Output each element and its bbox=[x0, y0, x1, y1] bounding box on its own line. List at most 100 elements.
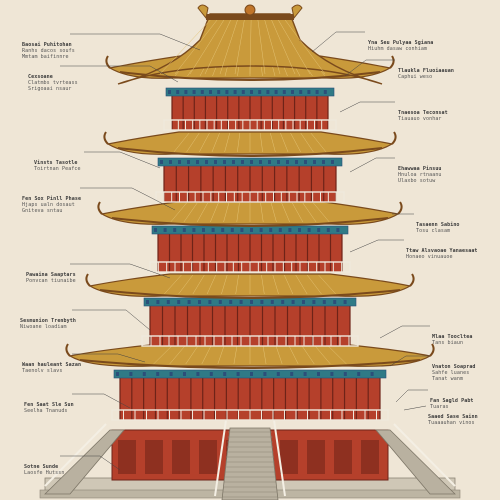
roof-eave-shadow bbox=[119, 71, 381, 81]
bracket-block bbox=[223, 160, 226, 164]
center-right-rail bbox=[273, 419, 286, 497]
bracket-block bbox=[176, 90, 180, 94]
lower-wall-panel bbox=[361, 440, 379, 474]
roof-tile-line bbox=[262, 344, 267, 365]
bracket-block bbox=[182, 228, 186, 232]
center-left-rail bbox=[214, 419, 227, 497]
top-roof-tile-line bbox=[249, 15, 252, 75]
leader-line bbox=[311, 31, 337, 53]
roof-eave-shadow bbox=[99, 289, 401, 299]
eave-tip-right bbox=[409, 273, 415, 287]
bracket-block bbox=[326, 228, 330, 232]
leader-lines bbox=[60, 31, 430, 471]
eave-tip-right bbox=[389, 55, 395, 69]
leader-line bbox=[159, 33, 201, 51]
bracket-block bbox=[239, 300, 243, 304]
top-roof-tile-line bbox=[275, 15, 311, 75]
roof-tile-line bbox=[295, 274, 308, 295]
central-staircase bbox=[221, 427, 279, 500]
roof-tile-line bbox=[183, 202, 198, 223]
roof-tile-line bbox=[196, 202, 208, 223]
roof-tile-line bbox=[224, 132, 230, 153]
eave-tip-left bbox=[105, 55, 111, 69]
roof-tile-line bbox=[164, 274, 182, 295]
bracket-block bbox=[266, 90, 270, 94]
bracket-block bbox=[250, 372, 253, 376]
bracket-block bbox=[209, 90, 212, 94]
roof-tile-line bbox=[153, 344, 174, 365]
bracket-block bbox=[370, 372, 374, 376]
roof-tile-line bbox=[233, 344, 238, 365]
bracket-block bbox=[330, 372, 334, 376]
roof-tile-line bbox=[210, 202, 219, 223]
bracket-block bbox=[146, 300, 149, 304]
roof-tile-line bbox=[259, 132, 263, 153]
bracket-block bbox=[322, 300, 326, 304]
bracket-block bbox=[302, 300, 305, 304]
bracket-block bbox=[192, 90, 196, 94]
bracket-block bbox=[208, 300, 212, 304]
roof-tile-line bbox=[326, 344, 347, 365]
bracket-block bbox=[241, 90, 245, 94]
bracket-block bbox=[169, 372, 173, 376]
bracket-block bbox=[313, 160, 316, 164]
top-roof-tile-line bbox=[189, 15, 227, 75]
lower-wall-panel bbox=[145, 440, 163, 474]
roof-tile-line bbox=[221, 274, 228, 295]
bracket-block bbox=[260, 300, 264, 304]
top-roof-tile-line bbox=[257, 15, 266, 75]
roof-tile-line bbox=[199, 132, 210, 153]
bracket-block bbox=[270, 300, 274, 304]
bracket-block bbox=[202, 228, 205, 232]
roof-tile-line bbox=[301, 344, 315, 365]
roof-tile-line bbox=[236, 202, 240, 223]
roof-tile-line bbox=[318, 274, 336, 295]
roof-tile-line bbox=[284, 274, 294, 295]
pagoda-illustration bbox=[39, 4, 461, 500]
leader-line bbox=[149, 65, 179, 83]
bracket-block bbox=[163, 228, 167, 232]
bracket-block bbox=[160, 160, 163, 164]
leader-line bbox=[403, 405, 427, 411]
bracket-block bbox=[268, 160, 271, 164]
lower-wall-panel bbox=[334, 440, 352, 474]
bracket-block bbox=[291, 90, 294, 94]
roof-tile-line bbox=[272, 274, 279, 295]
bracket-block bbox=[323, 90, 327, 94]
bracket-block bbox=[187, 160, 190, 164]
right-stair-rail bbox=[393, 423, 456, 487]
bracket-block bbox=[198, 300, 201, 304]
bracket-block bbox=[183, 372, 186, 376]
roof-eave-shadow bbox=[111, 217, 389, 227]
roof-tile-line bbox=[223, 202, 230, 223]
roof-tile-line bbox=[206, 274, 216, 295]
lower-wall-panel bbox=[118, 440, 136, 474]
left-staircase bbox=[44, 429, 125, 495]
roof-tile-line bbox=[270, 202, 277, 223]
lower-wall-panel bbox=[280, 440, 298, 474]
bracket-block bbox=[278, 228, 282, 232]
bracket-block bbox=[232, 160, 235, 164]
bracket-block bbox=[214, 160, 217, 164]
bracket-block bbox=[307, 228, 311, 232]
roof-tile-line bbox=[310, 132, 327, 153]
bracket-block bbox=[317, 372, 320, 376]
top-roof-tile-line bbox=[263, 15, 281, 75]
roof-tile-line bbox=[270, 132, 276, 153]
bracket-block bbox=[250, 228, 253, 232]
bracket-block bbox=[187, 300, 191, 304]
bracket-block bbox=[192, 228, 196, 232]
bracket-block bbox=[142, 372, 146, 376]
bracket-block bbox=[295, 160, 298, 164]
roof-tile-line bbox=[169, 344, 186, 365]
